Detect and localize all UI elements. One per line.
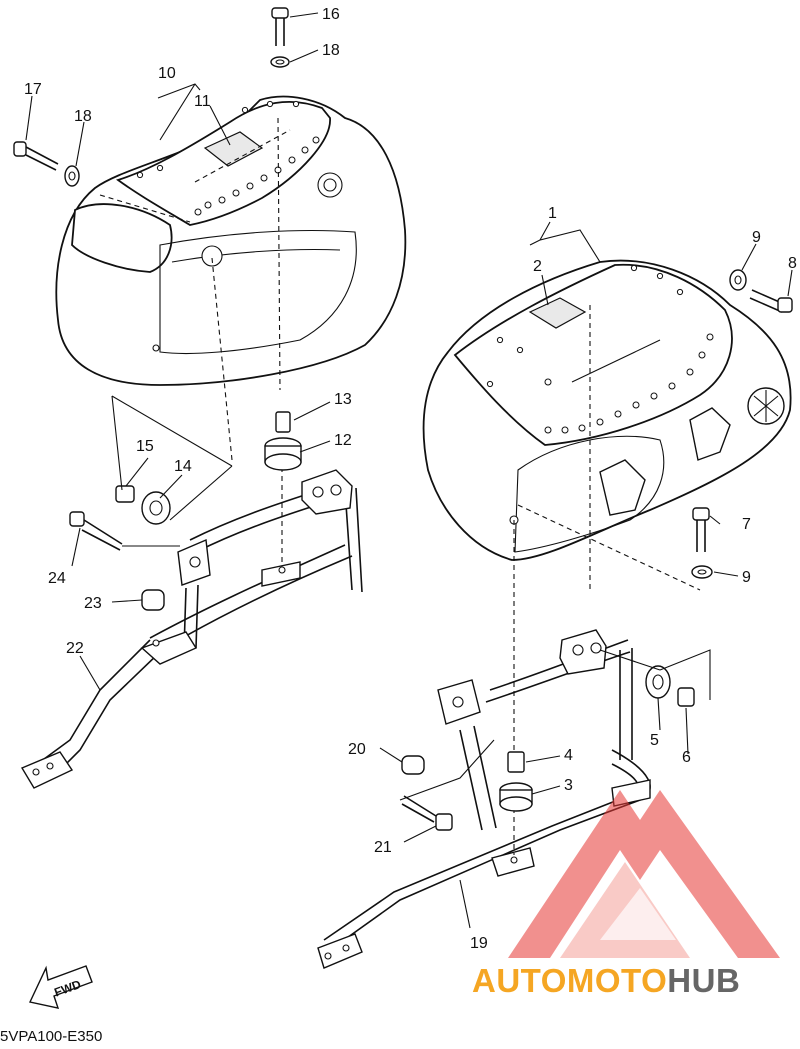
- callout-10: 10: [158, 65, 176, 82]
- callout-17: 17: [24, 81, 42, 98]
- callout-13: 13: [334, 391, 352, 408]
- callout-6: 6: [682, 749, 691, 766]
- callout-9-bottom: 9: [742, 569, 751, 586]
- callout-1: 1: [548, 205, 557, 222]
- callout-20: 20: [348, 741, 366, 758]
- callout-19: 19: [470, 935, 488, 952]
- leader-lines: [25, 12, 793, 929]
- right-bracket: [317, 629, 651, 969]
- callout-8: 8: [788, 255, 797, 272]
- callout-14: 14: [174, 458, 192, 475]
- callout-15: 15: [136, 438, 154, 455]
- left-bracket: [20, 440, 363, 789]
- callout-2: 2: [533, 258, 542, 275]
- callout-16: 16: [322, 6, 340, 23]
- watermark-text-part2: HUB: [667, 962, 740, 999]
- callout-21: 21: [374, 839, 392, 856]
- callout-24: 24: [48, 570, 66, 587]
- callout-18-left: 18: [74, 108, 92, 125]
- callout-18-top: 18: [322, 42, 340, 59]
- callout-23: 23: [84, 595, 102, 612]
- left-saddlebag: [55, 95, 407, 391]
- callout-11: 11: [194, 93, 211, 110]
- callout-labels: 16 18 17 18 10 11 13 12 15 14 24 23 22 1…: [24, 6, 797, 952]
- callout-9-top: 9: [752, 229, 761, 246]
- callout-3: 3: [564, 777, 573, 794]
- watermark-logo-icon: [508, 790, 780, 958]
- drawing-code: 5VPA100-E350: [0, 1028, 102, 1044]
- callout-7: 7: [742, 516, 751, 533]
- callout-22: 22: [66, 640, 84, 657]
- right-saddlebag: [422, 259, 792, 760]
- watermark: AUTOMOTOHUB: [472, 790, 780, 999]
- callout-4: 4: [564, 747, 573, 764]
- svg-text:AUTOMOTOHUB: AUTOMOTOHUB: [472, 962, 740, 999]
- watermark-text-part1: AUTOMOTO: [472, 962, 667, 999]
- fwd-arrow: FWD: [28, 965, 93, 1009]
- callout-5: 5: [650, 732, 659, 749]
- callout-12: 12: [334, 432, 352, 449]
- small-parts: [13, 7, 793, 831]
